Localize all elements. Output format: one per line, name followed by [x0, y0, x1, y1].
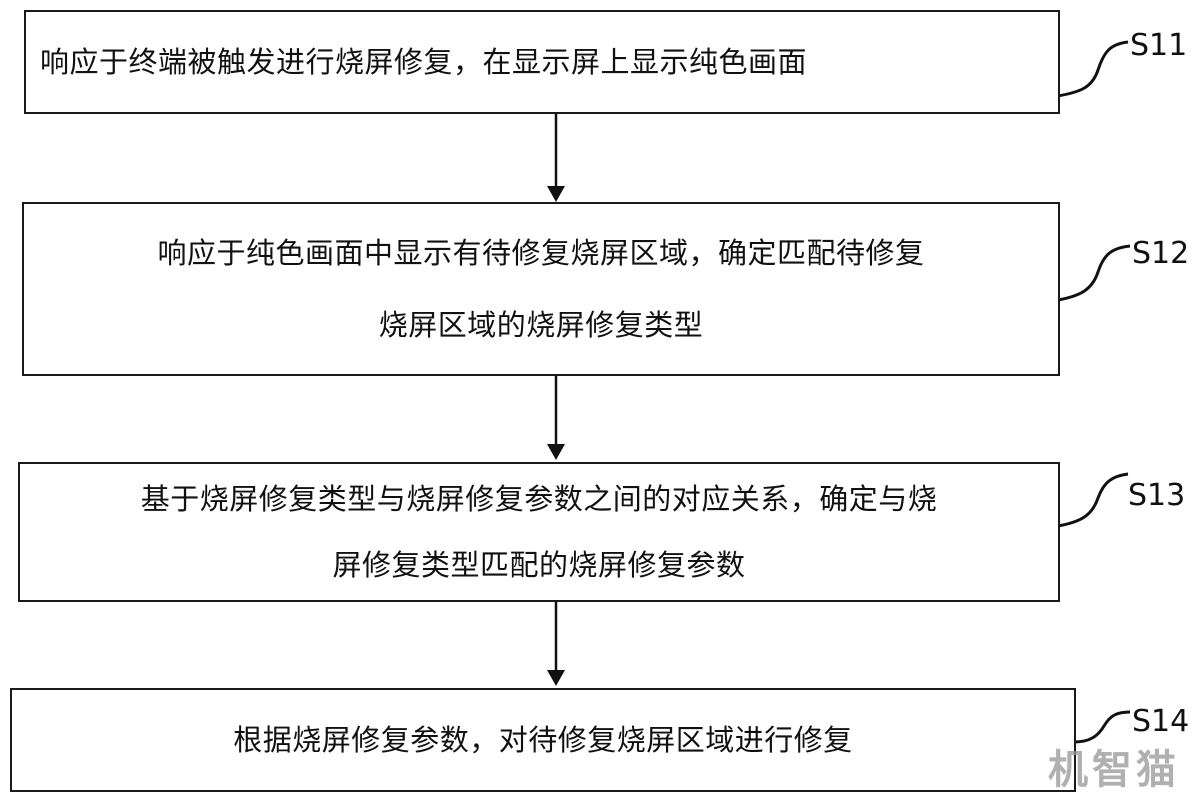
- step-label-s14: S14: [1132, 704, 1190, 739]
- step-box-s11: 响应于终端被触发进行烧屏修复，在显示屏上显示纯色画面: [24, 10, 1060, 114]
- step-label-s11: S11: [1130, 28, 1188, 63]
- step-label-s12: S12: [1132, 236, 1190, 271]
- step-box-s12: 响应于纯色画面中显示有待修复烧屏区域，确定匹配待修复 烧屏区域的烧屏修复类型: [22, 202, 1060, 376]
- step-box-s13: 基于烧屏修复类型与烧屏修复参数之间的对应关系，确定与烧 屏修复类型匹配的烧屏修复…: [18, 462, 1060, 602]
- leader-line-s11: [1057, 40, 1129, 98]
- flow-arrow-s13-s14: [547, 602, 565, 686]
- flow-arrow-s12-s13: [547, 376, 565, 460]
- watermark-logo: 机智猫: [1048, 747, 1180, 793]
- leader-line-s14: [1073, 710, 1131, 744]
- leader-line-s13: [1057, 472, 1129, 528]
- step-label-s13: S13: [1128, 478, 1186, 513]
- step-text-s13: 基于烧屏修复类型与烧屏修复参数之间的对应关系，确定与烧 屏修复类型匹配的烧屏修复…: [140, 482, 938, 582]
- step-text-s14: 根据烧屏修复参数，对待修复烧屏区域进行修复: [233, 723, 853, 757]
- step-text-s12: 响应于纯色画面中显示有待修复烧屏区域，确定匹配待修复 烧屏区域的烧屏修复类型: [157, 236, 925, 342]
- step-box-s14: 根据烧屏修复参数，对待修复烧屏区域进行修复: [10, 688, 1076, 792]
- flow-arrow-s11-s12: [547, 114, 565, 202]
- leader-line-s12: [1057, 244, 1131, 302]
- step-text-s11: 响应于终端被触发进行烧屏修复，在显示屏上显示纯色画面: [40, 45, 808, 79]
